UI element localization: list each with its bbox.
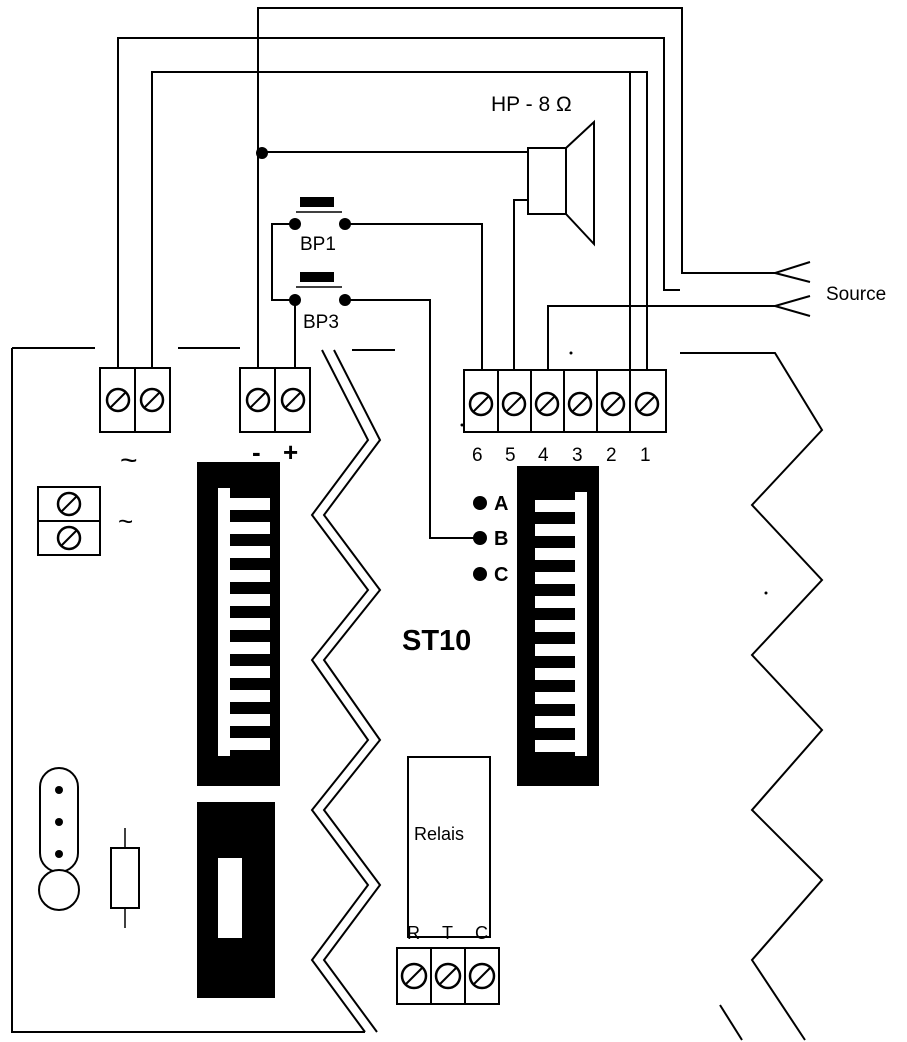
side-ac-terminal-block [37,486,101,556]
ac-side-label: ~ [118,506,133,536]
lower-left-module [197,802,275,998]
minus-label: - [252,437,261,467]
left-connector [197,462,280,786]
bp3-push-button [289,272,351,306]
speaker-label: HP - 8 Ω [491,93,572,116]
relay-terminal-block [396,947,500,1005]
relay-terminal-labels: R T C [407,923,488,943]
jumper-point-label: A [494,493,508,515]
ac-terminal-block [99,367,171,433]
source-label: Source [826,284,886,305]
jumper-point-labels: A B C [494,493,508,586]
relay-terminal-label: T [442,923,453,943]
terminal-number: 2 [606,445,617,466]
terminal-number-labels: 6 5 4 3 2 1 [472,445,651,466]
bp3-label: BP3 [303,312,339,333]
ac-top-label: ~ [120,444,138,477]
led-indicator-icon [38,767,80,911]
speaker-icon [527,119,595,247]
jumper-points [473,496,487,581]
bp1-push-button [289,197,351,230]
dc-terminal-block [239,367,311,433]
board-outline [11,347,824,1041]
terminal-number: 3 [572,445,583,466]
relay-terminal-label: C [475,923,488,943]
source-arrows [771,261,811,317]
jumper-point-label: C [494,564,508,586]
right-connector [517,466,599,786]
terminal-number: 6 [472,445,483,466]
bp1-label: BP1 [300,234,336,255]
board-label: ST10 [402,625,471,657]
terminal-number: 5 [505,445,516,466]
terminal-number: 1 [640,445,651,466]
relay-component [407,756,491,938]
terminal-number: 4 [538,445,549,466]
resistor-icon [110,828,140,928]
relay-terminal-label: R [407,923,420,943]
six-way-terminal-block [463,369,667,433]
plus-label: + [283,437,298,467]
external-wiring [117,7,775,539]
jumper-point-label: B [494,528,508,550]
relay-label: Relais [414,824,464,844]
